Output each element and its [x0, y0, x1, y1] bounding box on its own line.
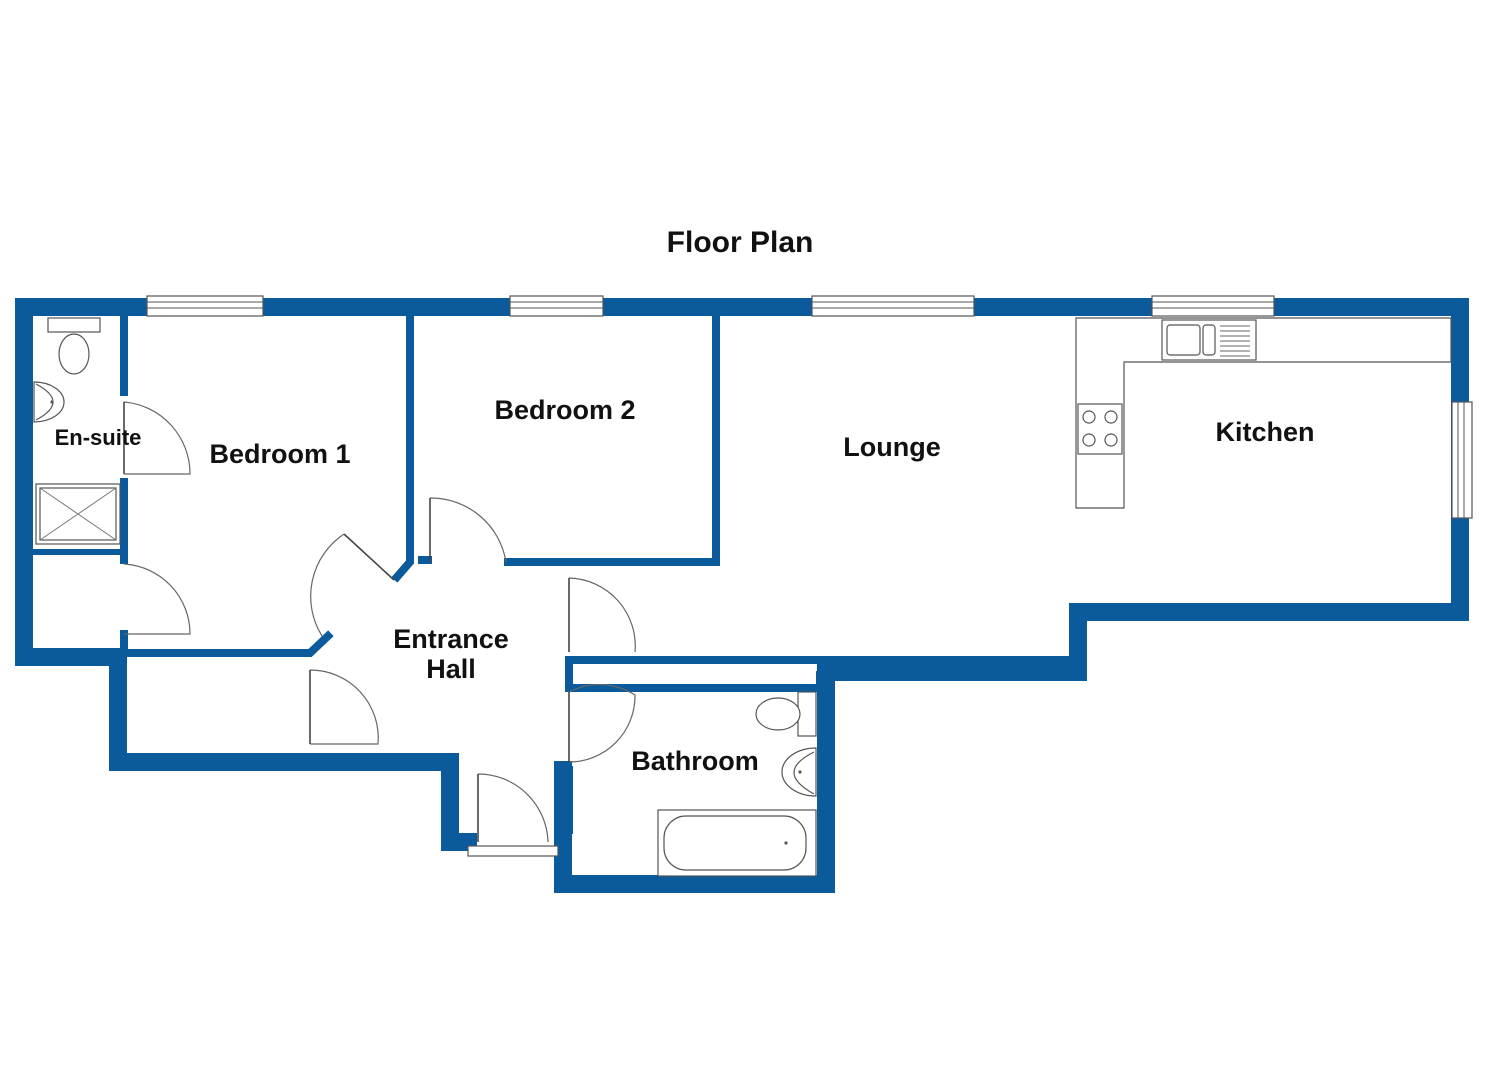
door-lounge: [568, 577, 636, 653]
ensuite-toilet: [58, 333, 90, 375]
plan-title: Floor Plan: [667, 226, 814, 259]
window-kitchen-side: [1451, 401, 1473, 519]
label-bedroom1: Bedroom 1: [209, 439, 350, 469]
door-ensuite: [123, 401, 191, 475]
door-closet: [123, 563, 191, 635]
label-entrance-hall-line2: Hall: [426, 654, 476, 684]
label-ensuite: En-suite: [55, 425, 142, 450]
outer-walls: [15, 298, 1469, 893]
interior-walls: [30, 314, 1079, 834]
label-kitchen: Kitchen: [1215, 417, 1314, 447]
door-bathroom: [568, 683, 636, 763]
door-cupboard: [309, 669, 379, 745]
door-bedroom1: [310, 533, 345, 637]
fixtures: [33, 317, 1452, 877]
kitchen-worktop: [1075, 317, 1452, 509]
label-bathroom: Bathroom: [631, 746, 759, 776]
window-kitchen-top: [1151, 295, 1275, 317]
label-bedroom2: Bedroom 2: [494, 395, 635, 425]
doors: [123, 401, 636, 843]
door-bedroom2: [429, 497, 507, 563]
window-bedroom2: [509, 295, 604, 317]
room-labels: En-suite Bedroom 1 Bedroom 2 Lounge Kitc…: [55, 395, 1315, 776]
bathroom-toilet: [755, 697, 801, 731]
window-lounge: [811, 295, 975, 317]
windows: [146, 295, 1473, 857]
ensuite-toilet-cistern: [47, 317, 101, 333]
bathroom-toilet-cistern: [797, 691, 817, 737]
door-front: [477, 773, 549, 843]
front-door-threshold: [467, 845, 559, 857]
window-bedroom1: [146, 295, 264, 317]
label-lounge: Lounge: [843, 432, 940, 462]
label-entrance-hall-line1: Entrance: [393, 624, 509, 654]
kitchen-hob: [1077, 403, 1123, 455]
